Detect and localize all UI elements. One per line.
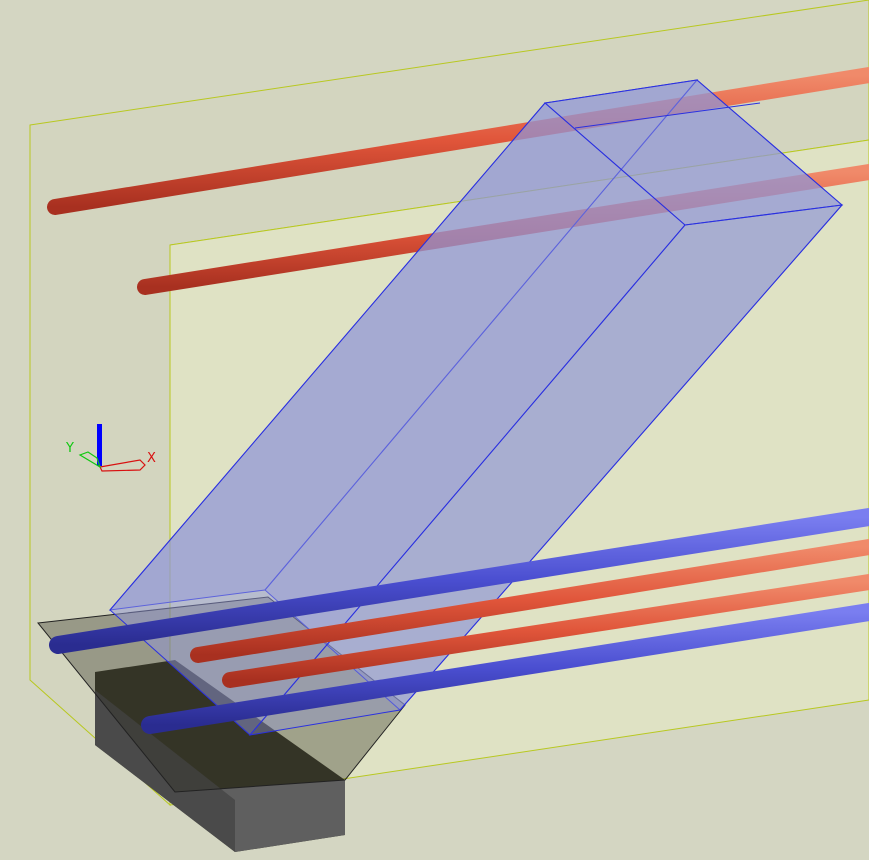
bottom-rebars[interactable] — [49, 508, 869, 734]
x-axis-label: X — [147, 451, 156, 466]
z-axis-icon — [97, 424, 102, 466]
axis-triad: X Y — [65, 424, 156, 472]
compression-strut[interactable] — [108, 79, 844, 736]
y-axis-icon — [78, 451, 102, 469]
rebar-bottom-blue-1 — [49, 508, 869, 654]
y-axis-label: Y — [65, 441, 74, 456]
x-axis-icon — [99, 459, 146, 472]
rebar-bottom-red-2 — [222, 574, 869, 688]
rebar-top-1 — [47, 67, 869, 215]
rebar-bottom-blue-2 — [141, 603, 869, 734]
rebar-bottom-red-1 — [190, 539, 869, 663]
